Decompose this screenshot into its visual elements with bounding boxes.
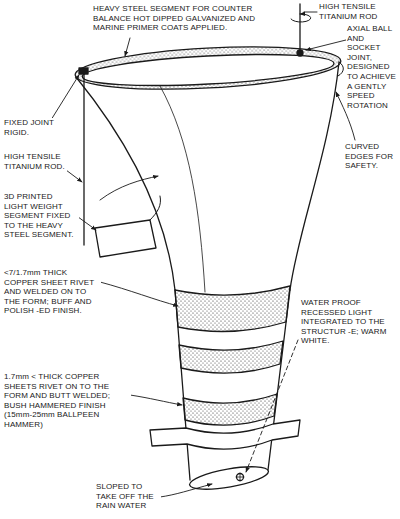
annotation-label: 1.7mm < THICK COPPER SHEETS RIVET ON TO … <box>3 372 131 430</box>
steel-disc <box>74 41 342 95</box>
fold-line <box>160 86 205 292</box>
annotation-label: SLOPED TO TAKE OFF THE RAIN WATER <box>95 482 161 511</box>
annotation-label: HIGH TENSILE TITANIUM ROD <box>318 2 398 21</box>
annotation-label: WATER PROOF RECESSED LIGHT INTEGRATED TO… <box>300 298 398 346</box>
annotation-label: AXIAL BALL AND SOCKET JOINT, DESIGNED TO… <box>346 24 398 110</box>
recessed-light <box>237 474 244 481</box>
annotation-label: HEAVY STEEL SEGMENT FOR COUNTER BALANCE … <box>92 4 286 33</box>
annotation-label: CURVED EDGES FOR SAFETY. <box>344 142 398 171</box>
copper-band <box>175 286 290 331</box>
funnel-right <box>290 62 339 290</box>
fixed-joint <box>79 68 88 74</box>
printed-segment <box>95 220 156 257</box>
sloped-base <box>188 462 270 494</box>
titanium-rod <box>299 4 300 52</box>
annotation-label: <7/1.7mm THICK COPPER SHEET RIVET AND WE… <box>3 268 101 316</box>
rotation-arrow <box>291 14 311 22</box>
annotation-label: FIXED JOINT RIGID. <box>3 118 67 137</box>
copper-band <box>183 394 277 425</box>
copper-band <box>179 341 283 373</box>
ball-joint <box>297 50 303 56</box>
titanium-rod <box>83 74 84 245</box>
wrap-strip <box>150 420 300 449</box>
funnel-left <box>76 77 175 290</box>
annotation-label: HIGH TENSILE TITANIUM ROD. <box>3 152 67 171</box>
annotation-label: 3D PRINTED LIGHT WEIGHT SEGMENT FIXED TO… <box>3 192 79 240</box>
